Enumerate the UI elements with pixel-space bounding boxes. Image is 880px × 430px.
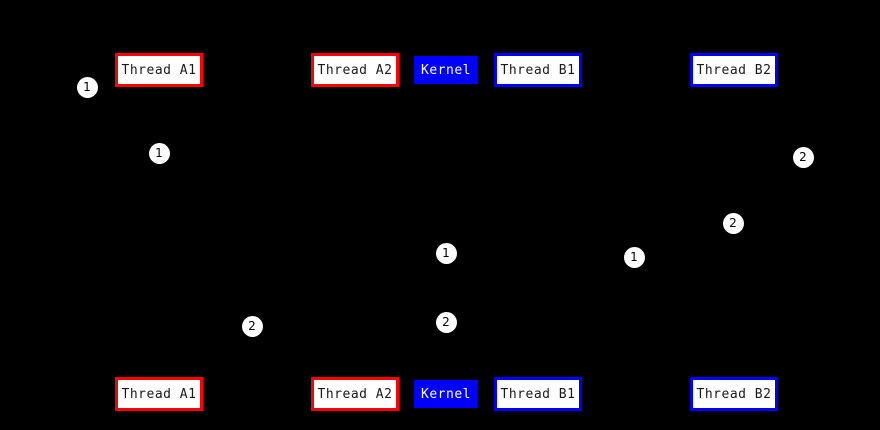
step-badge-1-b: 1 <box>148 142 170 164</box>
lifeline-thread-a2 <box>355 88 356 377</box>
participant-label: Kernel <box>421 62 471 78</box>
participant-thread-a1-bottom[interactable]: Thread A1 <box>115 377 203 411</box>
msg-a2-to-kernel <box>252 326 446 327</box>
participant-label: Thread B1 <box>500 62 576 78</box>
lifeline-kernel <box>446 88 447 377</box>
participant-thread-b2-bottom[interactable]: Thread B2 <box>690 377 778 411</box>
step-badge-2-a: 2 <box>792 146 814 168</box>
step-badge-1-d: 1 <box>623 246 645 268</box>
participant-label: Thread A2 <box>317 62 393 78</box>
msg-a1-to-kernel <box>159 253 446 254</box>
step-badge-1-c: 1 <box>435 242 457 264</box>
participant-label: Thread B1 <box>500 386 576 402</box>
participant-label: Thread B2 <box>696 62 772 78</box>
participant-kernel-top[interactable]: Kernel <box>414 56 478 84</box>
participant-thread-b2-top[interactable]: Thread B2 <box>690 53 778 87</box>
step-badge-2-d: 2 <box>435 311 457 333</box>
step-badge-1-a: 1 <box>76 76 98 98</box>
step-badge-2-b: 2 <box>722 212 744 234</box>
msg-kernel-to-b1 <box>446 257 634 258</box>
participant-label: Thread B2 <box>696 386 772 402</box>
participant-thread-a2-bottom[interactable]: Thread A2 <box>311 377 399 411</box>
step-badge-2-c: 2 <box>241 315 263 337</box>
participant-kernel-bottom[interactable]: Kernel <box>414 380 478 408</box>
participant-thread-b1-top[interactable]: Thread B1 <box>494 53 582 87</box>
participant-label: Kernel <box>421 386 471 402</box>
lifeline-thread-b1 <box>538 88 539 377</box>
participant-thread-a1-top[interactable]: Thread A1 <box>115 53 203 87</box>
participant-label: Thread A1 <box>121 62 197 78</box>
participant-thread-a2-top[interactable]: Thread A2 <box>311 53 399 87</box>
participant-thread-b1-bottom[interactable]: Thread B1 <box>494 377 582 411</box>
participant-label: Thread A2 <box>317 386 393 402</box>
lifeline-thread-a1 <box>159 88 160 377</box>
participant-label: Thread A1 <box>121 386 197 402</box>
